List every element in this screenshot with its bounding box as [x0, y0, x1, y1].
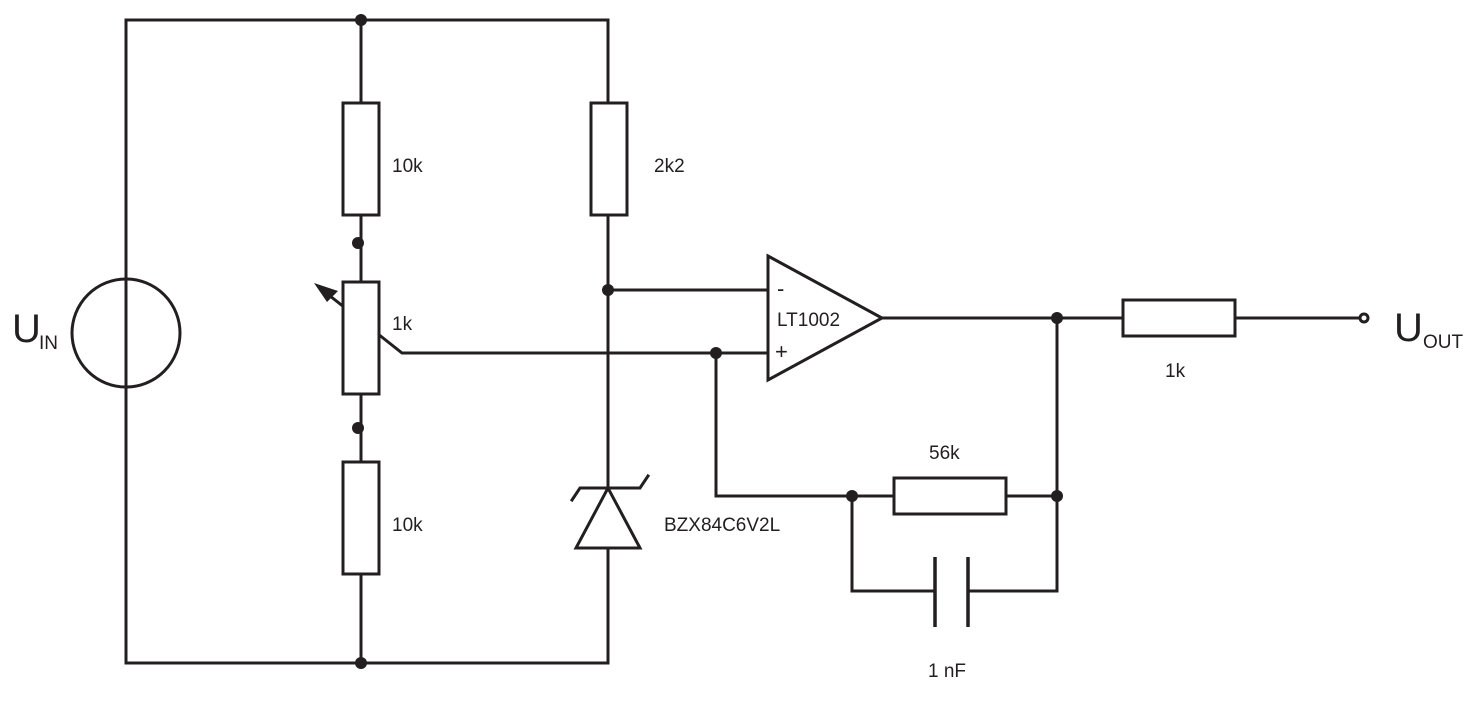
resistor-feedback — [892, 476, 1008, 516]
wire-wiper-line — [317, 285, 770, 355]
opamp-label: LT1002 — [777, 310, 840, 331]
opamp-minus-sign: - — [777, 276, 784, 301]
output-voltage-subscript: OUT — [1423, 332, 1464, 353]
junction-dot — [355, 657, 367, 669]
resistor-top — [341, 101, 381, 217]
output-terminal — [1358, 312, 1370, 324]
junction-dot — [846, 490, 858, 502]
resistor-feedback-label: 56k — [929, 443, 960, 464]
input-voltage-label: U — [12, 307, 41, 351]
capacitor-label: 1 nF — [928, 661, 966, 682]
junction-dot — [710, 347, 722, 359]
junction-dot — [352, 237, 364, 249]
input-voltage-subscript: IN — [39, 333, 58, 354]
wiper-arrow-icon — [314, 283, 338, 302]
wire-cap-left — [850, 494, 937, 593]
resistor-output-label: 1k — [1165, 361, 1186, 382]
junction-dot — [355, 14, 367, 26]
wires — [124, 18, 1362, 665]
opamp-plus-sign: + — [775, 339, 788, 364]
junction-dots — [352, 14, 1063, 669]
junction-dot — [1051, 312, 1063, 324]
junction-dot — [1051, 490, 1063, 502]
zener-diode-label: BZX84C6V2L — [664, 515, 780, 536]
resistor-bottom-label: 10k — [392, 515, 423, 536]
resistor-zener-series-label: 2k2 — [654, 156, 685, 177]
potentiometer — [341, 280, 381, 396]
resistor-zener-series — [589, 101, 629, 217]
wire-feedback-down — [714, 351, 896, 498]
junction-dot — [352, 422, 364, 434]
potentiometer-label: 1k — [392, 314, 413, 335]
resistor-output — [1121, 298, 1237, 338]
output-voltage-label: U — [1394, 306, 1423, 350]
opamp-triangle — [766, 253, 886, 383]
resistor-top-label: 10k — [392, 156, 423, 177]
resistor-bottom — [341, 460, 381, 576]
zener-diode-icon — [569, 473, 651, 550]
wire-cap-right — [966, 316, 1059, 593]
junction-dot — [602, 284, 614, 296]
